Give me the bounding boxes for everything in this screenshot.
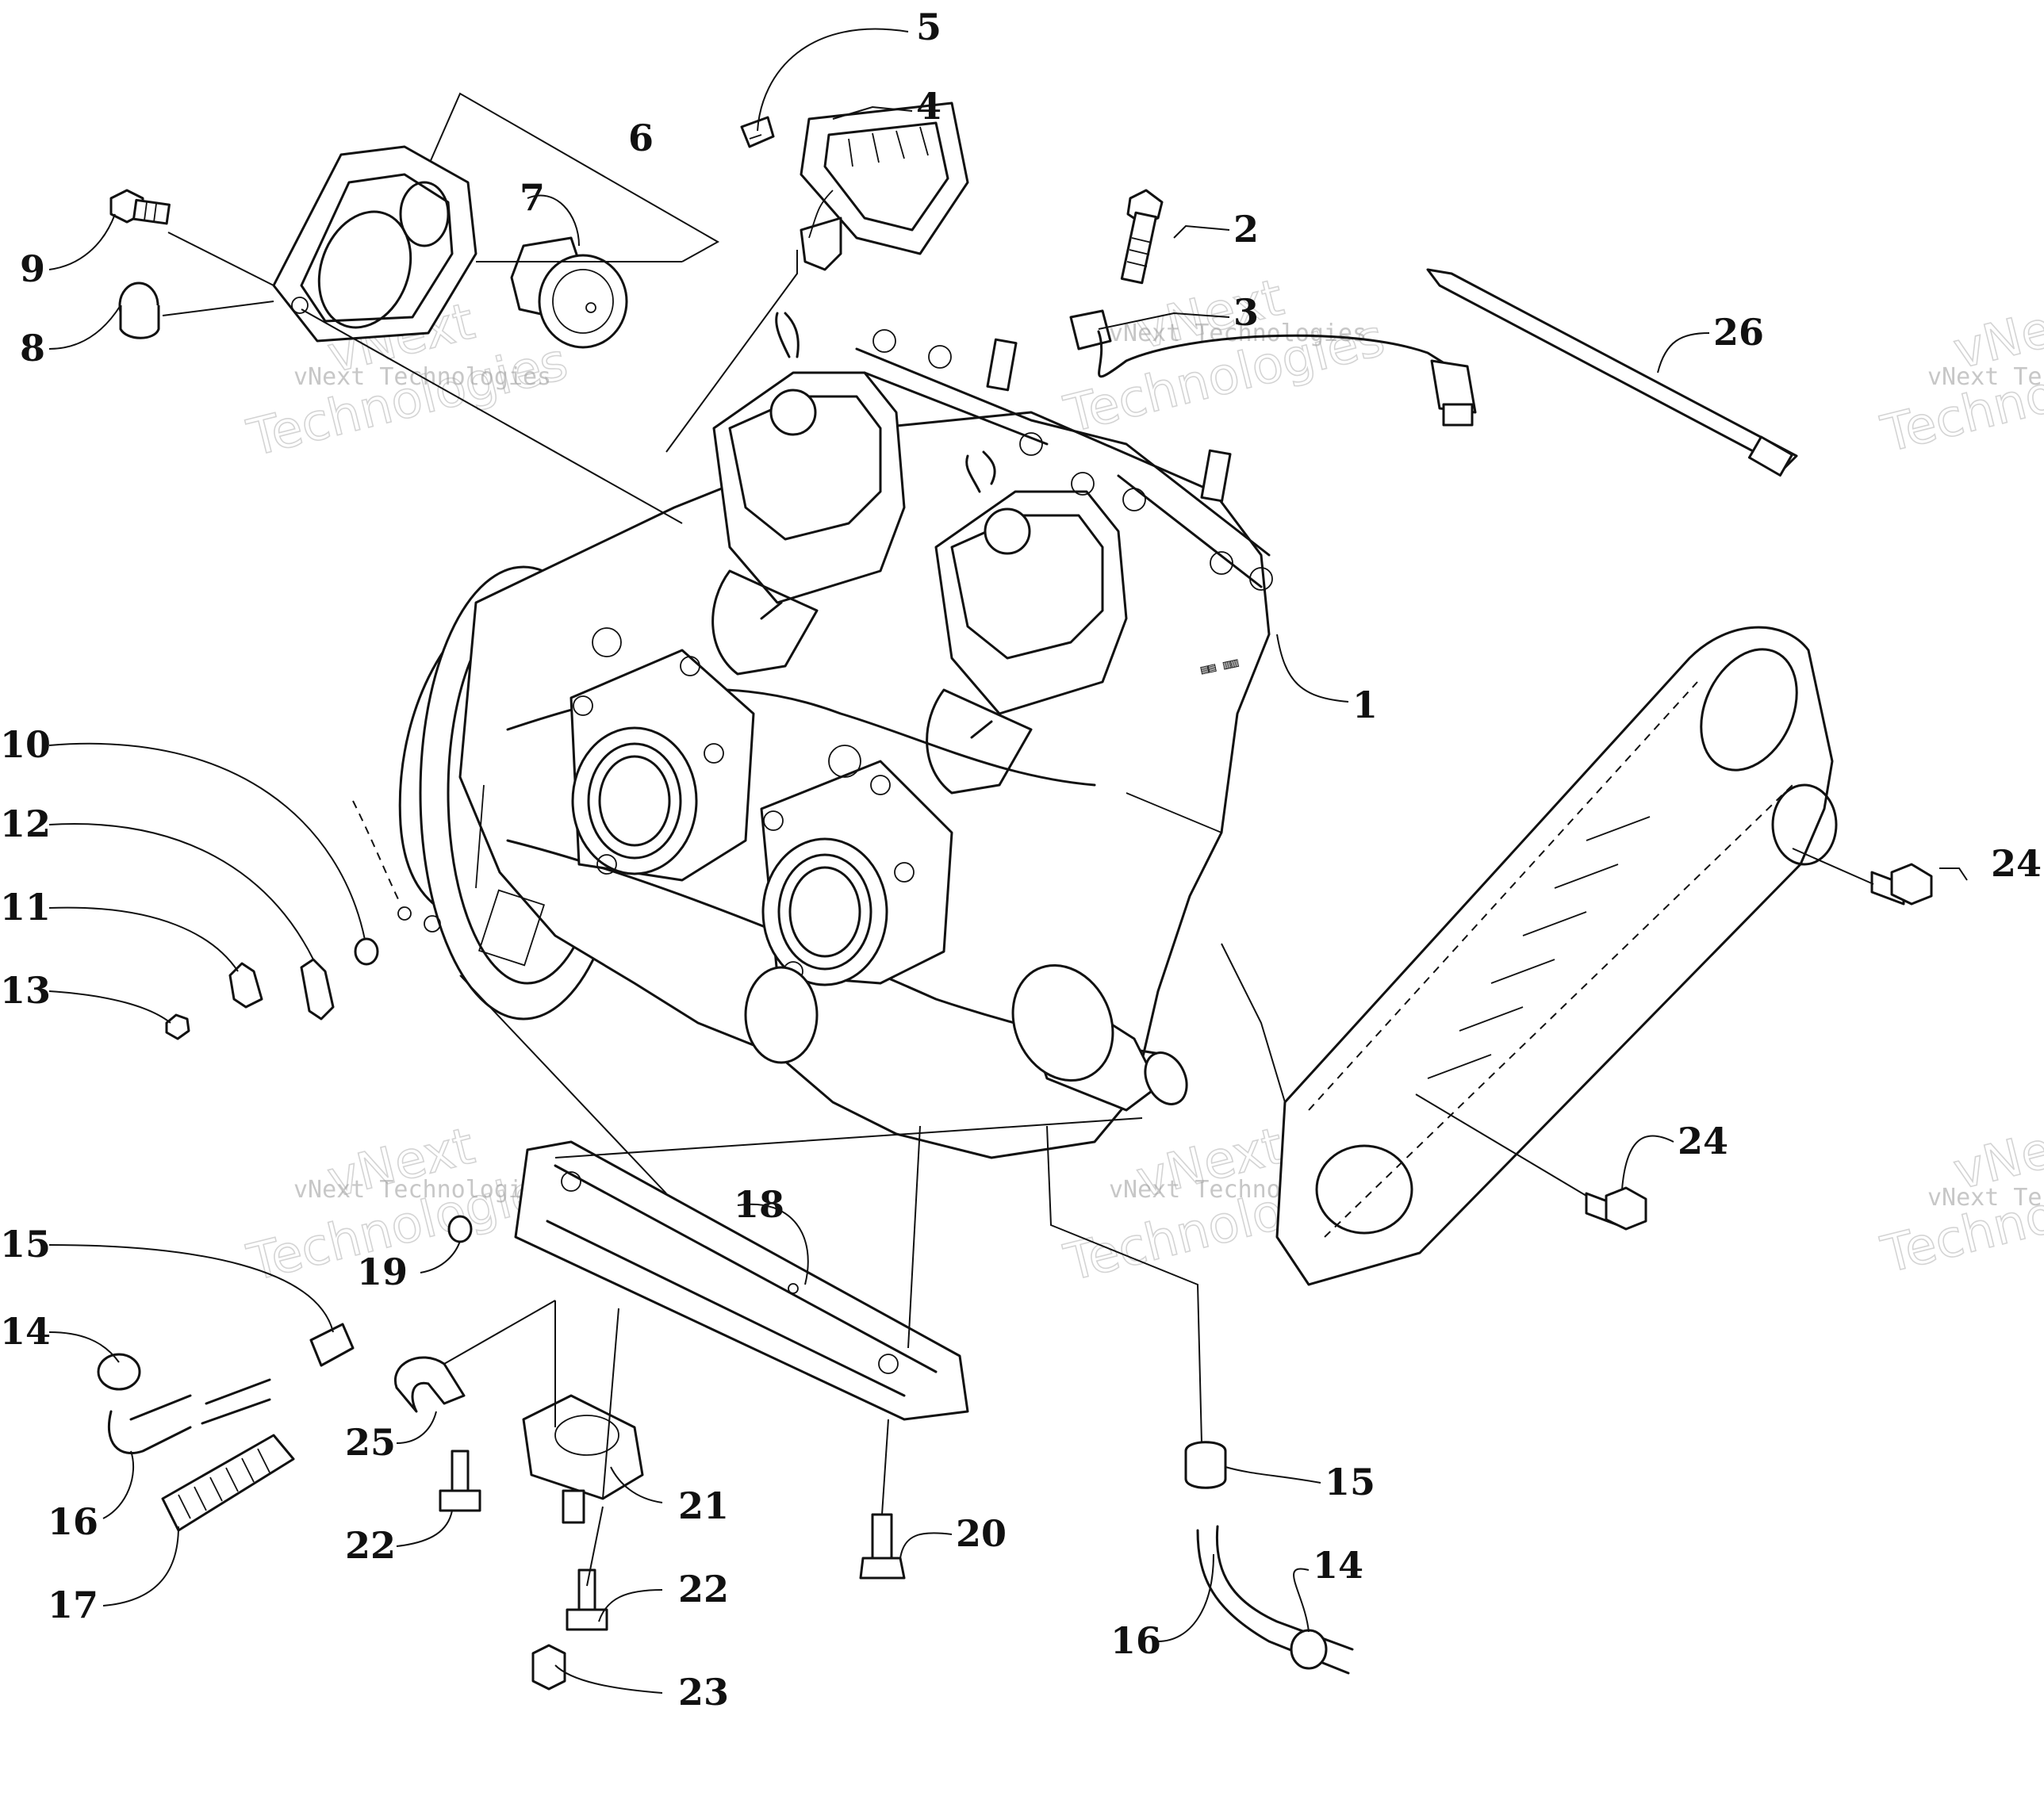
callout-15: 15	[0, 1223, 51, 1266]
hose-assembly-left	[97, 1323, 355, 1532]
hose-assembly-right	[1184, 1441, 1354, 1675]
engine-assembly: ▤▤ ▥▥	[398, 312, 1273, 1159]
callout-24: 24	[1991, 842, 2042, 885]
bolt-part-22	[439, 1450, 608, 1631]
bushing-part-8	[118, 281, 160, 339]
leader-lines	[48, 28, 1968, 1694]
callout-14b: 14	[1313, 1544, 1363, 1587]
engine-plate-part-24	[1275, 626, 1933, 1286]
callout-7: 7	[520, 176, 545, 219]
grommet-part-19	[447, 1215, 473, 1243]
bolt-part-2	[1120, 189, 1164, 285]
callout-26: 26	[1713, 311, 1764, 354]
callout-11: 11	[0, 886, 51, 929]
callout-4: 4	[916, 85, 941, 128]
callout-20: 20	[956, 1512, 1007, 1555]
callout-3: 3	[1233, 291, 1259, 334]
clip-part-25	[393, 1356, 466, 1413]
nut-part-23	[531, 1644, 566, 1691]
recoil-handle-part-4	[800, 101, 969, 271]
callout-16: 16	[48, 1500, 98, 1543]
watermark-text: vNext Technologies	[1927, 363, 2044, 391]
clip-part-5	[740, 116, 775, 148]
callout-22: 22	[345, 1524, 396, 1567]
callout-17: 17	[48, 1584, 98, 1626]
watermark-text: vNext Technologies	[1927, 1184, 2044, 1212]
callout-1: 1	[1352, 684, 1378, 726]
callout-8: 8	[20, 327, 45, 370]
pulley-part-7	[510, 236, 628, 349]
clamp-part-14	[97, 1353, 141, 1391]
hose-part-16	[1196, 1529, 1350, 1675]
callout-13: 13	[0, 969, 51, 1012]
callout-16b: 16	[1110, 1619, 1161, 1662]
callout-15b: 15	[1325, 1461, 1375, 1503]
callout-10: 10	[0, 723, 51, 766]
cable-tie-part-26	[1426, 268, 1798, 477]
spring-part-17	[161, 1434, 295, 1532]
engine-mount-part-21	[522, 1394, 644, 1524]
bolt-part-9	[109, 189, 171, 225]
watermark-text: vNext Technologies	[293, 1176, 551, 1204]
bolt-part-20	[859, 1513, 906, 1580]
callout-5: 5	[916, 6, 941, 48]
nut-part-13	[165, 1013, 190, 1040]
clamp-part-14	[1290, 1629, 1328, 1670]
clamp-part-11	[228, 962, 263, 1009]
callout-23: 23	[678, 1671, 729, 1714]
clamp-part-12	[300, 958, 335, 1021]
callout-25: 25	[345, 1421, 396, 1464]
nut-part-10	[354, 937, 379, 966]
sensor-part-3	[1069, 309, 1477, 427]
fittings-parts-10-13	[165, 800, 441, 1040]
callout-14: 14	[0, 1310, 51, 1353]
mount-bracket-part-18	[514, 1140, 969, 1421]
callout-19: 19	[357, 1250, 408, 1293]
callout-2: 2	[1233, 208, 1259, 251]
callout-18: 18	[734, 1183, 784, 1226]
assembly-bracket-6	[412, 92, 720, 262]
callout-22b: 22	[678, 1568, 729, 1610]
callout-6: 6	[628, 117, 654, 159]
fitting-part-15	[1184, 1441, 1227, 1489]
callout-labels: 1 2 3 4 5 6 7 8 9 10 11 12 13 14 15 16 1…	[0, 6, 2042, 1714]
callout-12: 12	[0, 802, 51, 845]
watermark-text: vNext Technologies	[1109, 320, 1367, 347]
callout-21: 21	[678, 1484, 729, 1527]
hose-part-16	[107, 1394, 192, 1455]
recoil-housing-part-6	[272, 145, 477, 343]
callout-24b: 24	[1678, 1120, 1728, 1162]
callout-9: 9	[20, 247, 45, 290]
